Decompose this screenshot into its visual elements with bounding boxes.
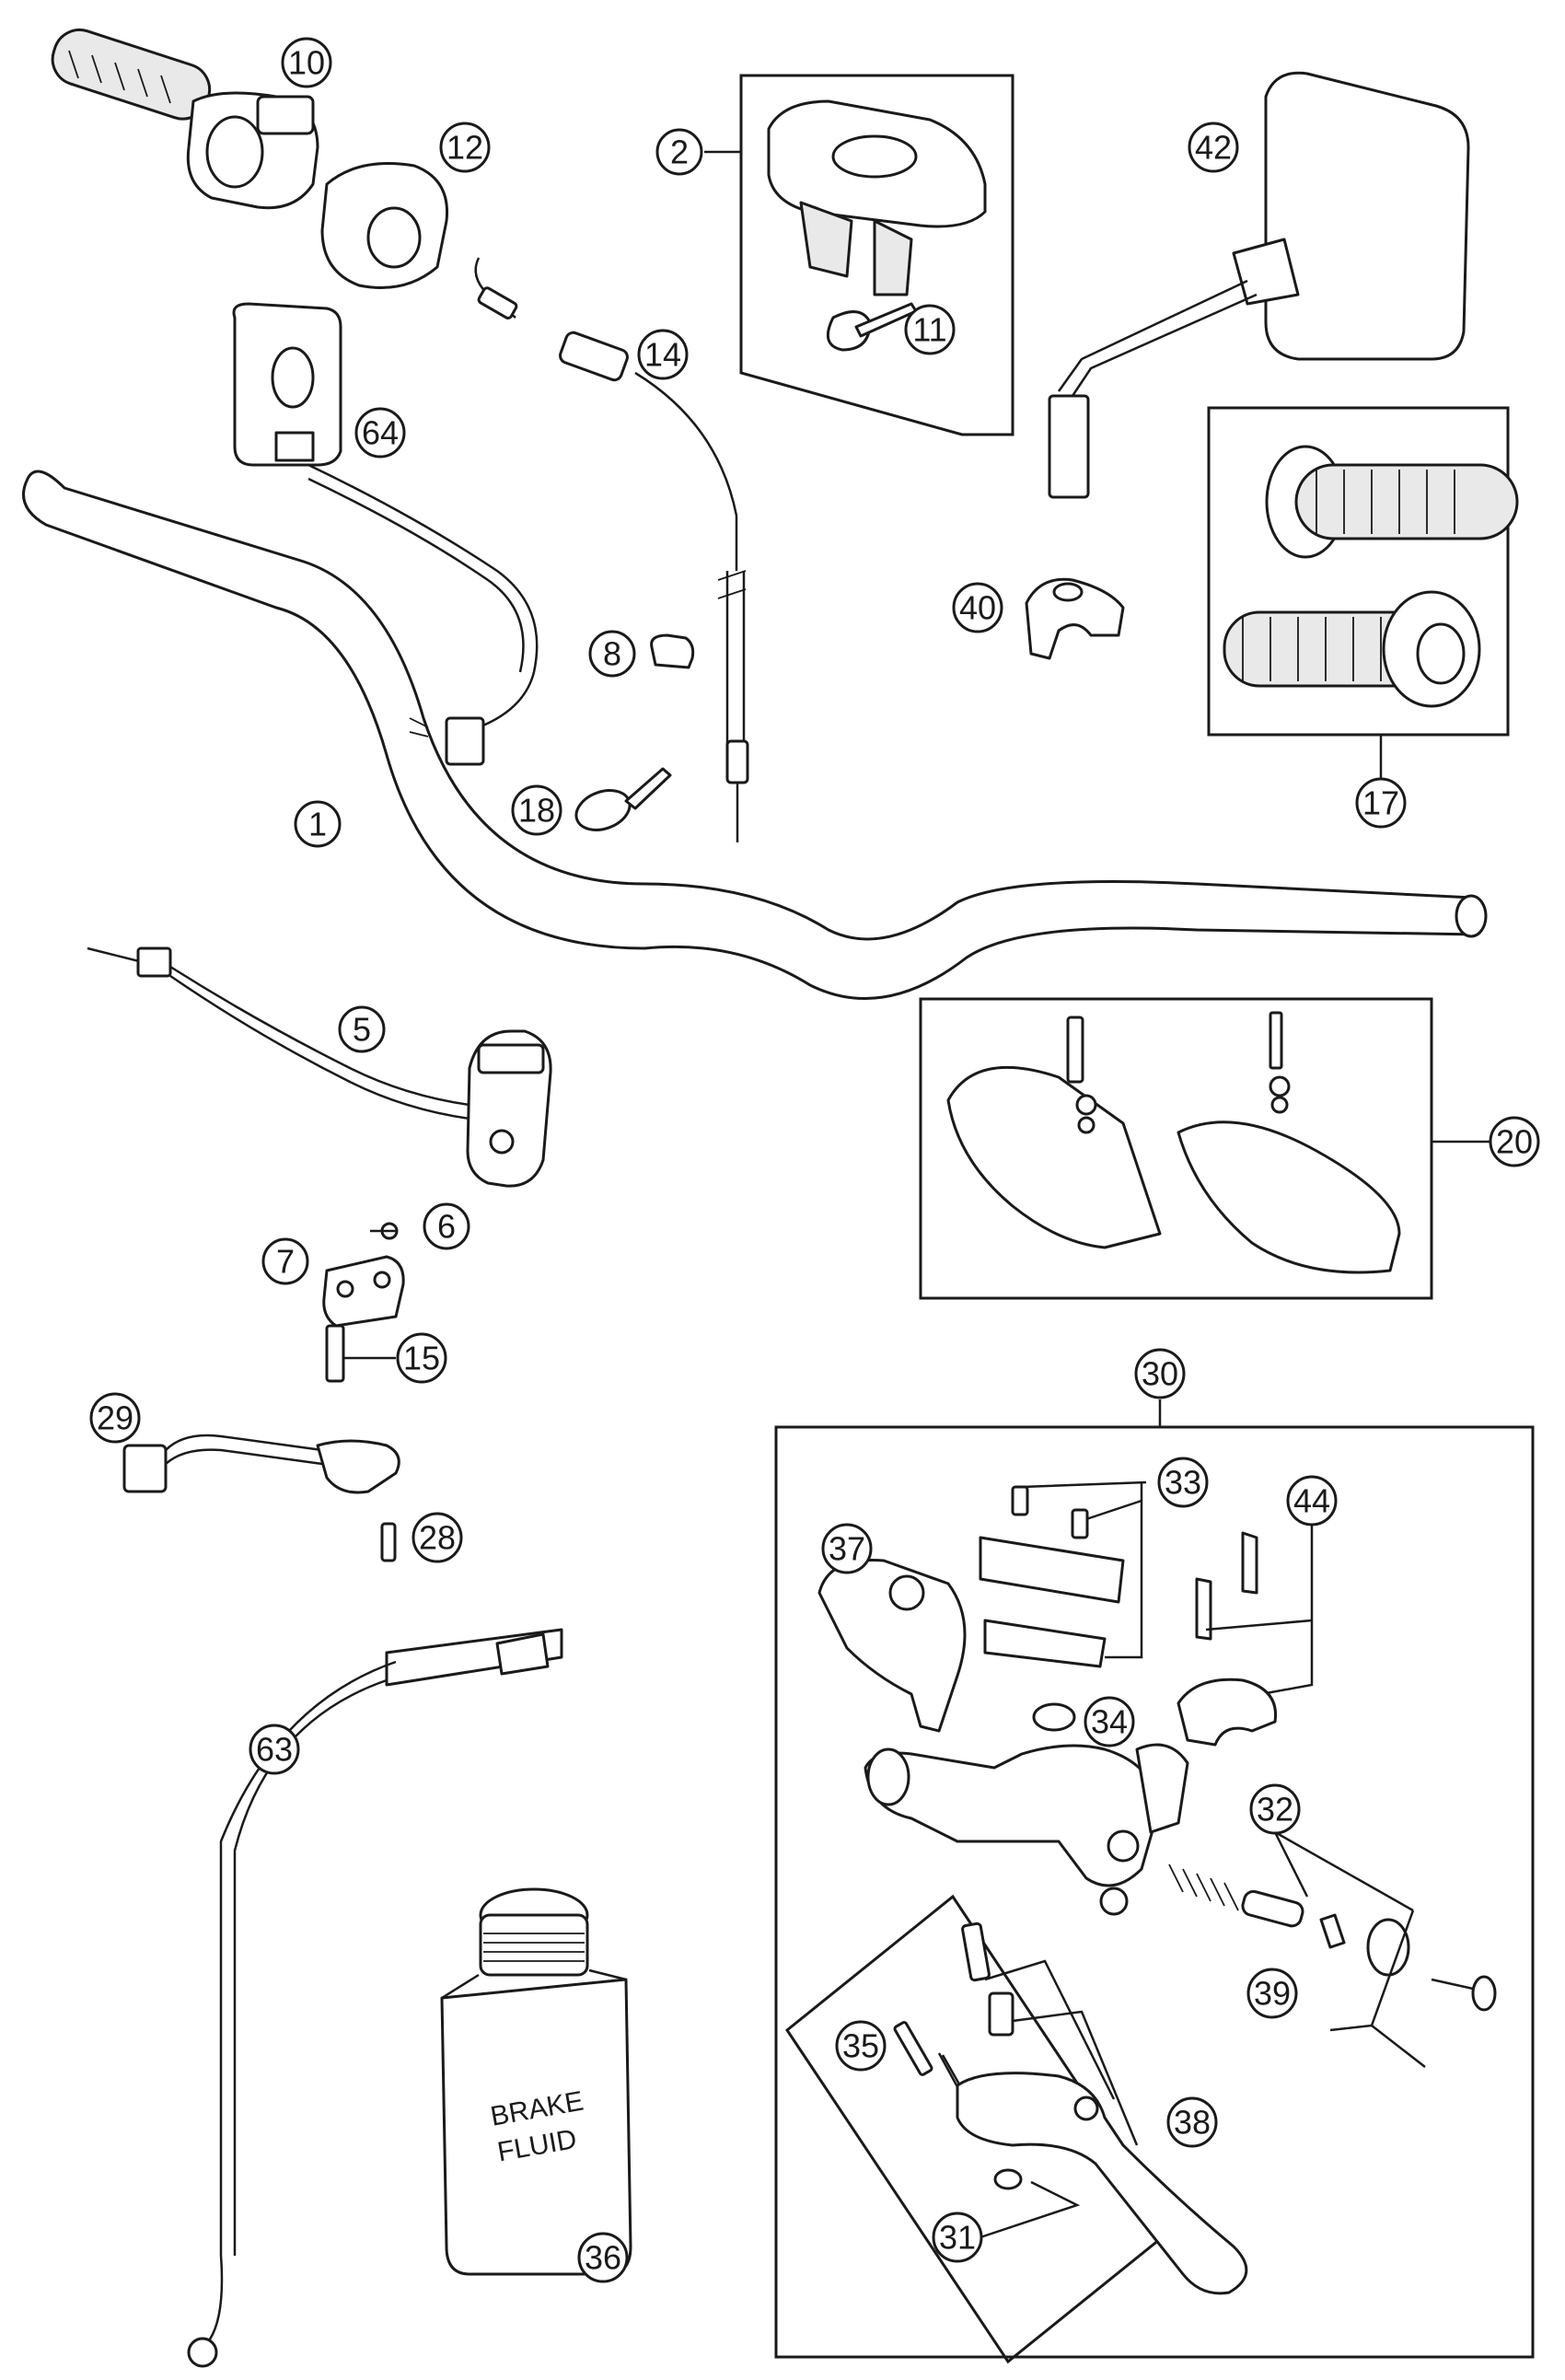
callout-10: 10 (281, 37, 332, 88)
callout-29: 29 (89, 1392, 141, 1444)
callout-36: 36 (577, 2232, 629, 2283)
svg-text:44: 44 (1293, 1482, 1330, 1520)
callout-14: 14 (637, 329, 689, 380)
group-box-20 (919, 997, 1491, 1300)
svg-text:17: 17 (1362, 784, 1399, 822)
brake-fluid-bottle: BRAKE FLUID (440, 1887, 632, 2276)
svg-text:14: 14 (644, 336, 681, 374)
callout-40: 40 (952, 582, 1003, 633)
throttle-cable (474, 257, 749, 842)
callout-35: 35 (835, 2020, 887, 2072)
callout-63: 63 (249, 1724, 300, 1775)
svg-text:11: 11 (912, 311, 946, 349)
handlebar (22, 470, 1488, 1001)
cable-tie-18 (574, 767, 672, 831)
svg-text:33: 33 (1165, 1464, 1201, 1502)
svg-text:32: 32 (1257, 1791, 1293, 1829)
svg-text:63: 63 (256, 1731, 293, 1769)
svg-text:7: 7 (276, 1243, 295, 1281)
group-box-17 (1207, 406, 1519, 778)
switch-clamp (322, 1255, 405, 1328)
svg-text:42: 42 (1195, 129, 1232, 167)
callout-5: 5 (338, 1005, 386, 1053)
callout-6: 6 (423, 1202, 470, 1250)
callout-64: 64 (354, 407, 406, 459)
svg-text:15: 15 (403, 1340, 440, 1377)
svg-text:40: 40 (959, 589, 996, 627)
cable-clip (650, 633, 695, 669)
callout-33: 33 (1157, 1457, 1209, 1508)
kill-switch-assembly (232, 302, 539, 766)
svg-text:37: 37 (829, 1530, 865, 1568)
callout-31: 31 (932, 2212, 983, 2263)
svg-text:31: 31 (939, 2219, 976, 2257)
svg-text:39: 39 (1254, 1975, 1291, 2013)
svg-text:34: 34 (1091, 1703, 1128, 1741)
callout-17: 17 (1355, 777, 1407, 829)
svg-text:30: 30 (1142, 1355, 1178, 1393)
callout-38: 38 (1166, 2096, 1218, 2148)
svg-text:38: 38 (1174, 2104, 1211, 2142)
light-switch-assembly (87, 946, 552, 1188)
svg-text:6: 6 (437, 1208, 456, 1246)
svg-text:2: 2 (670, 134, 689, 171)
svg-text:28: 28 (419, 1519, 456, 1557)
svg-text:12: 12 (446, 129, 483, 167)
callout-37: 37 (821, 1523, 873, 1574)
leader-lines (370, 150, 741, 1233)
callout-30: 30 (1134, 1348, 1186, 1399)
brake-hose (187, 1628, 563, 2368)
mirror-clamp (1025, 577, 1125, 660)
group-box-30 (774, 1399, 1535, 2364)
sensor-29 (122, 1434, 400, 1562)
svg-text:20: 20 (1496, 1123, 1533, 1161)
callout-12: 12 (439, 122, 491, 173)
callout-44: 44 (1286, 1475, 1338, 1527)
svg-text:18: 18 (518, 792, 555, 830)
callout-34: 34 (1084, 1696, 1135, 1747)
callout-15: 15 (396, 1332, 447, 1384)
callout-11: 11 (904, 304, 956, 355)
callout-42: 42 (1188, 122, 1239, 173)
throttle-cover (320, 162, 449, 289)
svg-text:5: 5 (353, 1011, 371, 1049)
group-box-2 (739, 74, 1014, 436)
svg-text:29: 29 (97, 1399, 133, 1437)
screw-15 (325, 1324, 396, 1383)
callout-18: 18 (511, 784, 562, 836)
callout-28: 28 (412, 1512, 463, 1563)
svg-text:1: 1 (308, 806, 327, 843)
callout-1: 1 (294, 800, 342, 848)
svg-text:35: 35 (842, 2027, 879, 2065)
callout-2: 2 (655, 128, 703, 176)
throttle-grip-assembly (51, 28, 319, 210)
svg-text:64: 64 (362, 414, 399, 452)
svg-text:8: 8 (603, 635, 621, 673)
svg-text:36: 36 (585, 2239, 621, 2277)
callout-7: 7 (261, 1237, 309, 1285)
mirror (1048, 71, 1470, 499)
callout-20: 20 (1489, 1116, 1540, 1167)
callout-32: 32 (1249, 1783, 1301, 1835)
svg-text:10: 10 (288, 44, 325, 82)
callout-8: 8 (588, 630, 636, 678)
callout-39: 39 (1246, 1968, 1298, 2019)
